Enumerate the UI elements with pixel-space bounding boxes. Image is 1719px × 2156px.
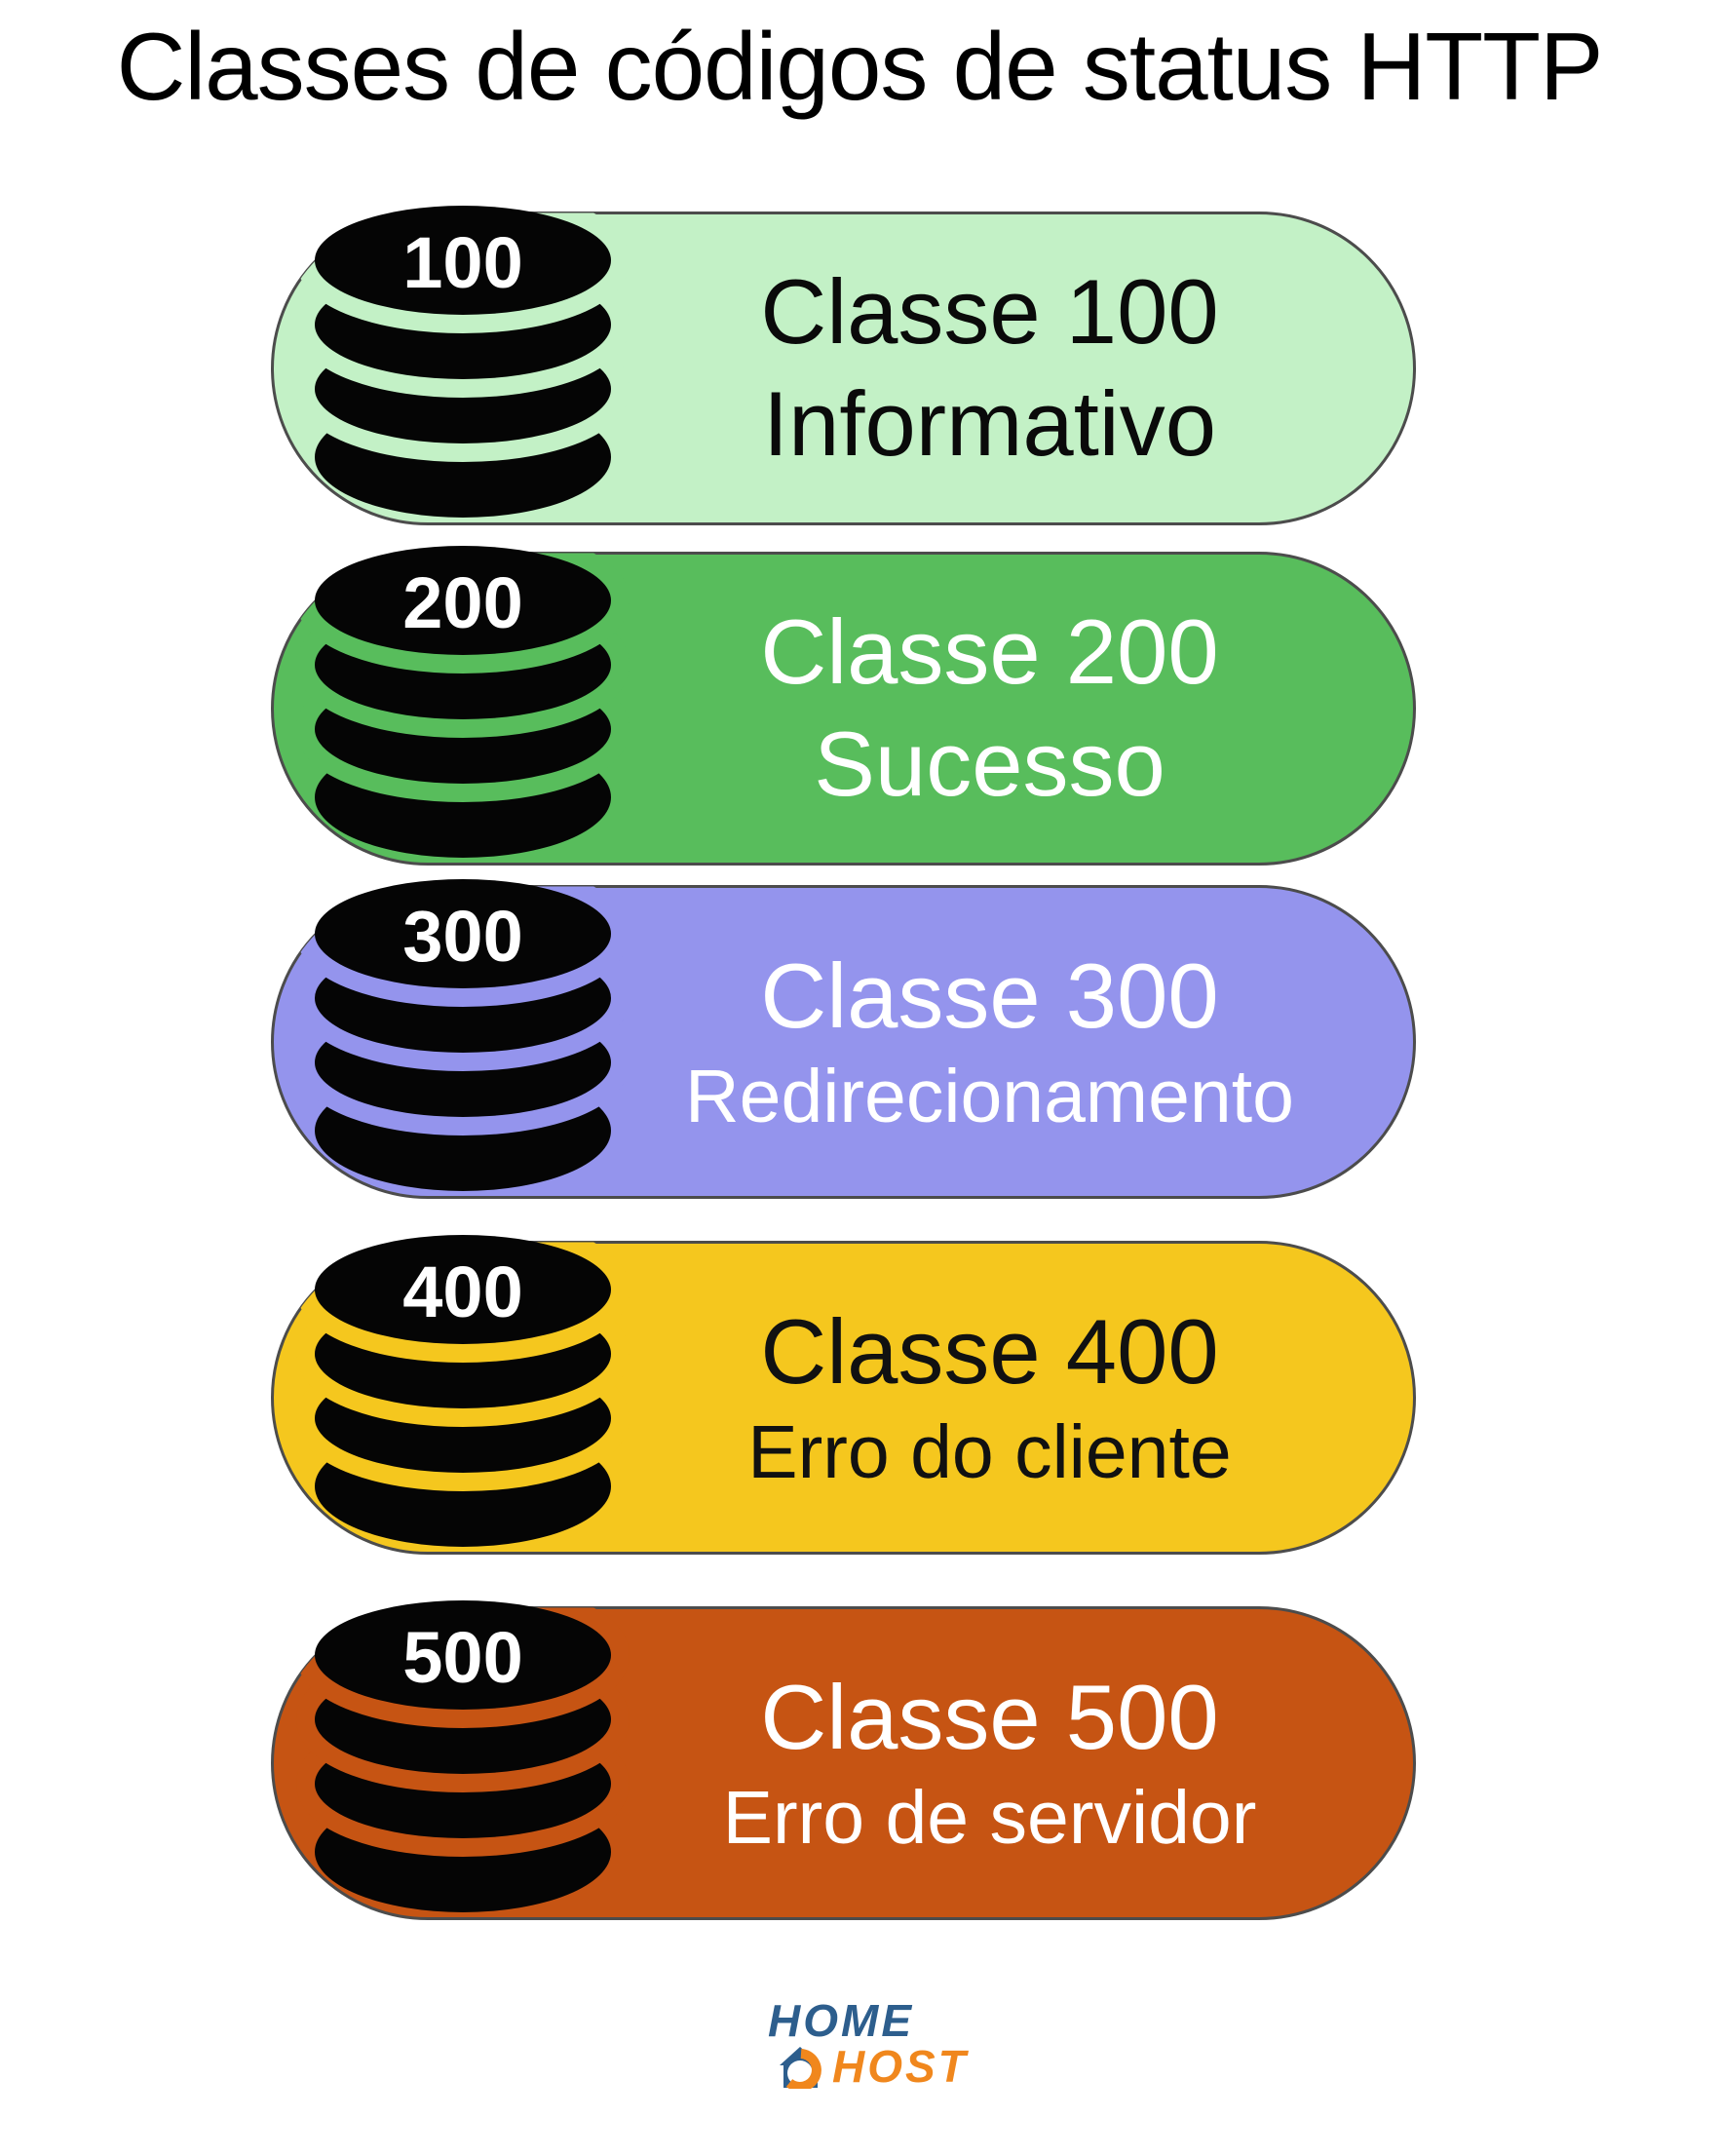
- card-text: Classe 500 Erro de servidor: [610, 1609, 1369, 1917]
- card-title-line: Classe 100: [760, 260, 1219, 364]
- card-title-line: Classe 300: [760, 943, 1219, 1047]
- card-text: Classe 100 Informativo: [610, 214, 1369, 522]
- card-subtitle-line: Erro do cliente: [747, 1410, 1232, 1495]
- card-text: Classe 200 Sucesso: [610, 555, 1369, 863]
- status-class-card-300: 300 Classe 300 Redirecionamento: [271, 879, 1416, 1199]
- card-subtitle-line: Sucesso: [814, 712, 1165, 815]
- disk-1: [315, 546, 611, 655]
- logo-host-text: HOST: [832, 2041, 969, 2092]
- disk-number: 100: [402, 222, 522, 303]
- database-stack-icon: 200: [296, 546, 630, 858]
- database-stack-icon: 300: [296, 879, 630, 1191]
- logo-home-text: HOME: [768, 1995, 914, 2046]
- card-subtitle-line: Erro de servidor: [722, 1776, 1257, 1861]
- disk-1: [315, 206, 611, 315]
- database-stack-icon: 100: [296, 206, 630, 518]
- database-stack-icon: 400: [296, 1235, 630, 1547]
- disk-1: [315, 1235, 611, 1344]
- card-title-line: Classe 500: [760, 1665, 1219, 1768]
- database-stack-icon: 500: [296, 1600, 630, 1912]
- status-class-card-500: 500 Classe 500 Erro de servidor: [271, 1600, 1416, 1920]
- card-title-line: Classe 400: [760, 1299, 1219, 1403]
- status-class-card-100: 100 Classe 100 Informativo: [271, 206, 1416, 525]
- disk-number: 500: [402, 1617, 522, 1698]
- disk-1: [315, 879, 611, 988]
- status-class-card-400: 400 Classe 400 Erro do cliente: [271, 1235, 1416, 1555]
- disk-number: 300: [402, 896, 522, 977]
- card-subtitle-line: Redirecionamento: [685, 1055, 1294, 1139]
- disk-1: [315, 1600, 611, 1710]
- page-title: Classes de códigos de status HTTP: [116, 13, 1604, 120]
- status-class-card-200: 200 Classe 200 Sucesso: [271, 546, 1416, 866]
- logo-row2: HOST: [780, 2040, 969, 2093]
- card-text: Classe 400 Erro do cliente: [610, 1244, 1369, 1552]
- house-icon: [780, 2047, 821, 2089]
- disk-number: 400: [402, 1251, 522, 1332]
- disk-number: 200: [402, 562, 522, 643]
- card-title-line: Classe 200: [760, 600, 1219, 704]
- card-subtitle-line: Informativo: [763, 372, 1216, 475]
- card-text: Classe 300 Redirecionamento: [610, 888, 1369, 1196]
- homehost-logo: HOME HOST: [768, 1994, 969, 2093]
